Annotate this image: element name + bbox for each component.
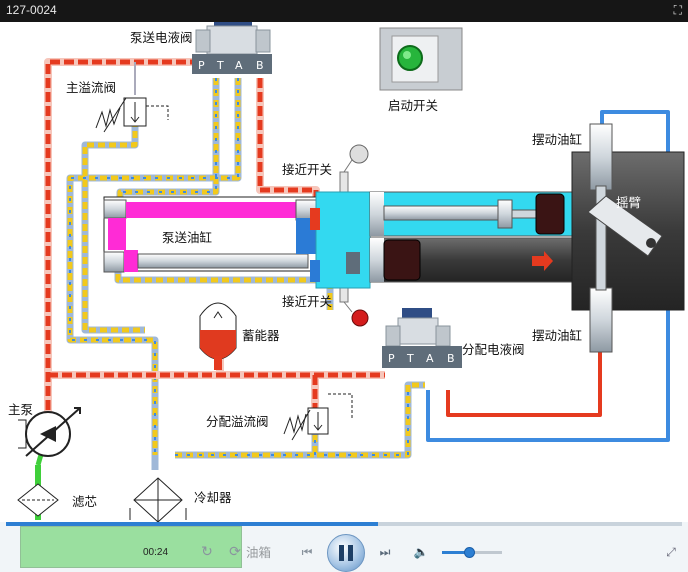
port-A: A — [235, 59, 243, 72]
volume-slider[interactable] — [442, 547, 502, 558]
prox-switch-top-label: 接近开关 — [282, 162, 332, 177]
main-relief-label: 主溢流阀 — [66, 80, 116, 95]
refresh-icon[interactable]: ⟳ — [229, 544, 241, 560]
expand-icon[interactable]: ⤢ — [666, 544, 676, 559]
window-title: 127-0024 — [6, 3, 57, 17]
pause-button[interactable] — [327, 534, 365, 572]
concrete-cylinders — [369, 191, 581, 283]
main-pump-label: 主泵 — [8, 402, 33, 417]
swing-cyl-top-label: 摆动油缸 — [532, 132, 582, 147]
cooler — [129, 477, 187, 522]
start-switch — [379, 27, 463, 91]
prox-switch-top — [339, 144, 369, 193]
dist-port-B: B — [447, 352, 455, 365]
main-relief-valve — [95, 97, 169, 133]
port-B: B — [256, 59, 264, 72]
previous-icon[interactable]: ⏮ — [301, 544, 313, 559]
port-T: T — [216, 59, 224, 72]
main-pump — [18, 407, 81, 457]
distribution-valve: P T A B — [382, 308, 462, 368]
loop-icon[interactable]: ↻ — [201, 544, 213, 560]
port-P: P — [198, 59, 205, 72]
pump-valve: P T A B — [192, 22, 272, 74]
pump-valve-label: 泵送电液阀 — [130, 30, 193, 45]
seek-bar[interactable] — [6, 522, 682, 526]
swing-arm-label: 摇臂 — [616, 195, 641, 210]
dist-port-T: T — [406, 352, 414, 365]
swing-arm-assembly — [571, 123, 685, 353]
pump-cylinder-label: 泵送油缸 — [162, 230, 212, 245]
filter-label: 滤芯 — [72, 494, 97, 509]
start-switch-label: 启动开关 — [388, 98, 438, 113]
filter — [17, 483, 59, 517]
cooler-label: 冷却器 — [194, 490, 232, 505]
accumulator-label: 蓄能器 — [242, 328, 280, 343]
fullscreen-icon[interactable]: ⛶ — [673, 3, 682, 17]
window-titlebar: 127-0024 ⛶ — [0, 0, 688, 22]
dist-valve-label: 分配电液阀 — [462, 342, 525, 357]
accumulator — [199, 302, 237, 370]
dist-relief-valve — [283, 393, 353, 441]
dist-relief-label: 分配溢流阀 — [206, 414, 269, 429]
dist-port-A: A — [426, 352, 434, 365]
prox-switch-bottom — [339, 281, 369, 327]
prox-switch-bottom-label: 接近开关 — [282, 294, 332, 309]
next-icon[interactable]: ⏭ — [379, 544, 391, 559]
volume-icon[interactable]: 🔈 — [413, 545, 429, 559]
dist-port-P: P — [388, 352, 395, 365]
pause-icon — [339, 545, 344, 561]
time-display: 00:24 — [143, 547, 169, 558]
swing-cyl-bottom-label: 摆动油缸 — [532, 328, 582, 343]
hydraulic-diagram: P T A B 泵送电液阀 主溢流阀 启动开关 接近开关 接近开关 — [8, 22, 685, 522]
